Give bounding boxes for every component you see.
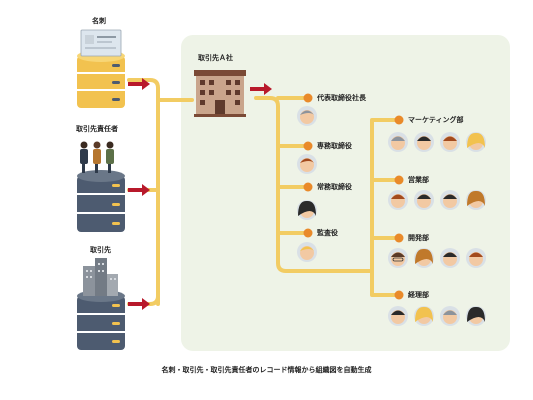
arrow-right-icon — [128, 78, 272, 310]
person-avatar-icon — [388, 132, 486, 326]
account-label: 取引先 — [90, 246, 111, 254]
department-accounting: 経理部 — [408, 291, 429, 299]
connector-lines — [127, 78, 399, 306]
node-dots — [303, 93, 404, 300]
database-icon — [77, 290, 125, 350]
executive-title-auditor: 監査役 — [317, 229, 338, 237]
business-card-label: 名刺 — [92, 17, 106, 25]
department-development: 開発部 — [408, 234, 429, 242]
business-card-database — [77, 29, 125, 108]
company-name: 取引先Ａ社 — [198, 54, 233, 62]
department-sales: 営業部 — [408, 176, 429, 184]
people-group-icon — [80, 141, 114, 173]
contact-person-label: 取引先責任者 — [76, 125, 118, 133]
contact-person-database — [77, 141, 125, 232]
database-icon — [77, 50, 125, 108]
org-chart-panel — [181, 35, 510, 351]
department-marketing: マーケティング部 — [408, 116, 464, 124]
diagram-caption: 名刺・取引先・取引先責任者のレコード情報から組織図を自動生成 — [161, 366, 372, 374]
person-avatar-icon — [297, 106, 317, 262]
database-icon — [77, 170, 125, 232]
executive-title-managing-director: 常務取締役 — [317, 183, 352, 191]
account-database — [77, 258, 125, 350]
city-buildings-icon — [83, 258, 118, 296]
executive-title-senior-director: 専務取締役 — [317, 142, 352, 150]
executive-title-president: 代表取締役社長 — [317, 94, 366, 102]
business-card-icon — [80, 29, 122, 57]
building-icon — [194, 70, 246, 117]
